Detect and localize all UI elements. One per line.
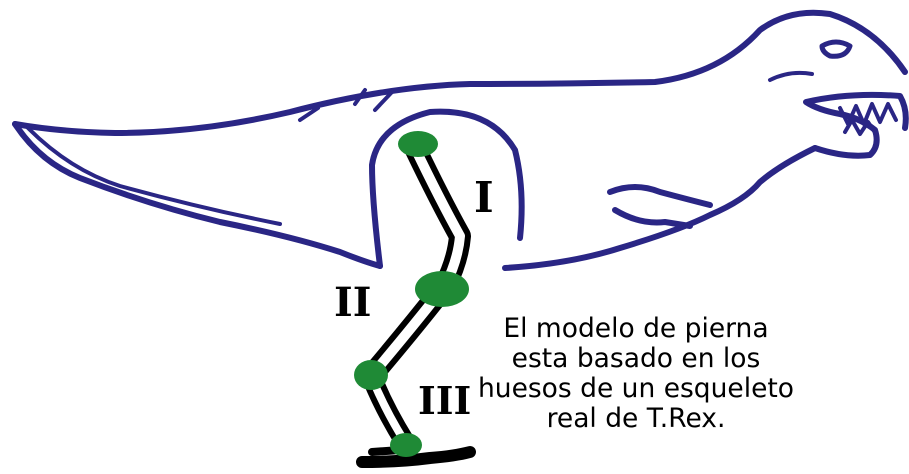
joint-foot: [390, 433, 422, 457]
teeth: [838, 102, 898, 136]
leg-joints: [354, 131, 469, 457]
eye: [819, 39, 853, 59]
tail-underside-outline: [12, 121, 383, 269]
label-bone-upper: I: [474, 173, 494, 222]
caption-line: esta basado en los: [511, 343, 761, 374]
neck-line: [768, 70, 814, 82]
caption-line: El modelo de pierna: [503, 313, 769, 344]
arm-outline: [607, 184, 713, 229]
jaw-outline: [803, 91, 909, 159]
back-accent-lines: [298, 88, 394, 122]
belly-outline: [502, 145, 818, 271]
caption: El modelo de pierna esta basado en los h…: [466, 314, 806, 434]
joint-ankle: [354, 360, 388, 390]
label-bone-lower: III: [418, 378, 471, 423]
back-outline: [12, 9, 908, 136]
trex-body-outline: [12, 9, 909, 271]
joint-knee: [415, 271, 469, 307]
caption-line: real de T.Rex.: [546, 403, 726, 434]
bone-upper-core: [410, 143, 465, 291]
foot: [356, 446, 476, 468]
thigh-outline: [369, 108, 525, 269]
tail-inner-line: [26, 126, 282, 226]
joint-hip: [398, 131, 438, 157]
caption-line: huesos de un esqueleto: [477, 373, 794, 404]
label-bone-middle: II: [334, 279, 371, 326]
